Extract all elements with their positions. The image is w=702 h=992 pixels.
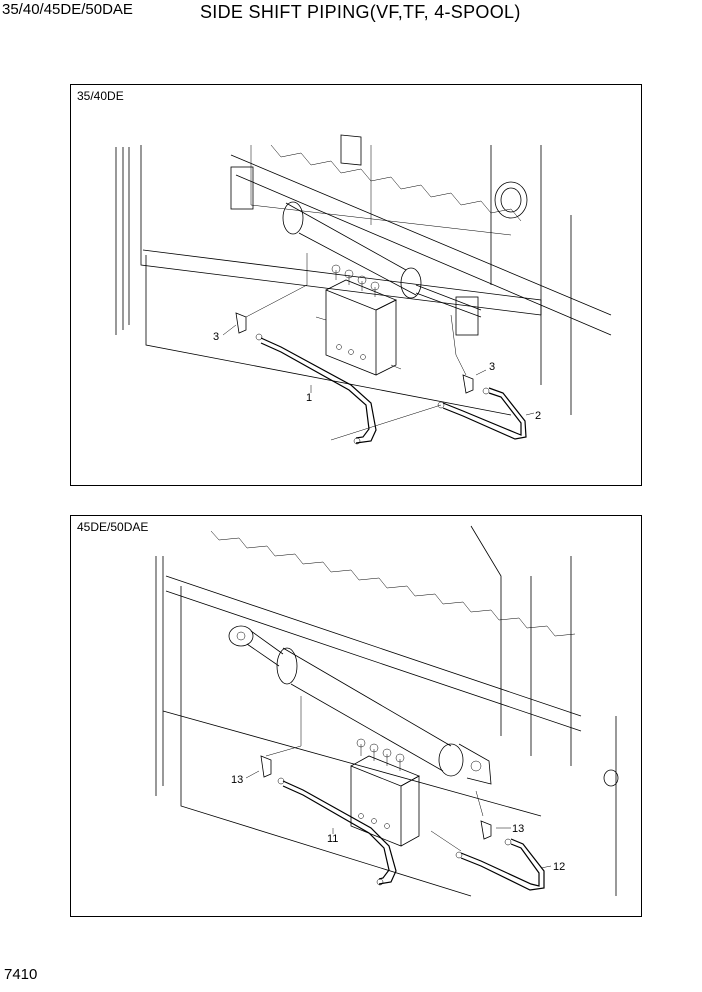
side-shift-cylinder: [228, 625, 492, 785]
side-shift-cylinder: [282, 181, 528, 318]
piping-drawing: 13 11 13 12: [155, 525, 619, 897]
hose-assembly-2: [330, 314, 527, 441]
callouts: 13 11 13 12: [231, 770, 565, 873]
control-valve: [315, 264, 402, 376]
callout-label: 3: [489, 361, 495, 373]
panel-label: 45DE/50DAE: [77, 520, 149, 534]
callout-label: 3: [213, 331, 219, 343]
model-code: 35/40/45DE/50DAE: [2, 1, 133, 18]
hose-assembly-12: [430, 790, 545, 891]
callouts: 3 1 3 2: [213, 324, 541, 422]
callout-label: 1: [306, 392, 312, 404]
callout-label: 11: [327, 833, 338, 845]
callout-label: 13: [512, 823, 524, 835]
mast-frame: [155, 525, 619, 897]
panel-label: 35/40DE: [77, 89, 124, 103]
mast-frame: [115, 144, 612, 416]
diagram-panel-35-40de: 35/40DE: [70, 84, 642, 486]
page-number: 7410: [4, 966, 38, 983]
callout-label: 2: [535, 410, 541, 422]
page-title: SIDE SHIFT PIPING(VF,TF, 4-SPOOL): [200, 2, 521, 22]
control-valve: [350, 738, 420, 847]
mount-blocks: [230, 134, 479, 336]
diagram-panel-45de-50dae: 45DE/50DAE: [70, 515, 642, 917]
callout-label: 13: [231, 774, 243, 786]
callout-label: 12: [553, 861, 565, 873]
hose-assembly-1: [235, 253, 377, 445]
piping-drawing: 3 1 3 2: [115, 134, 612, 445]
hose-assembly-11: [260, 696, 397, 886]
